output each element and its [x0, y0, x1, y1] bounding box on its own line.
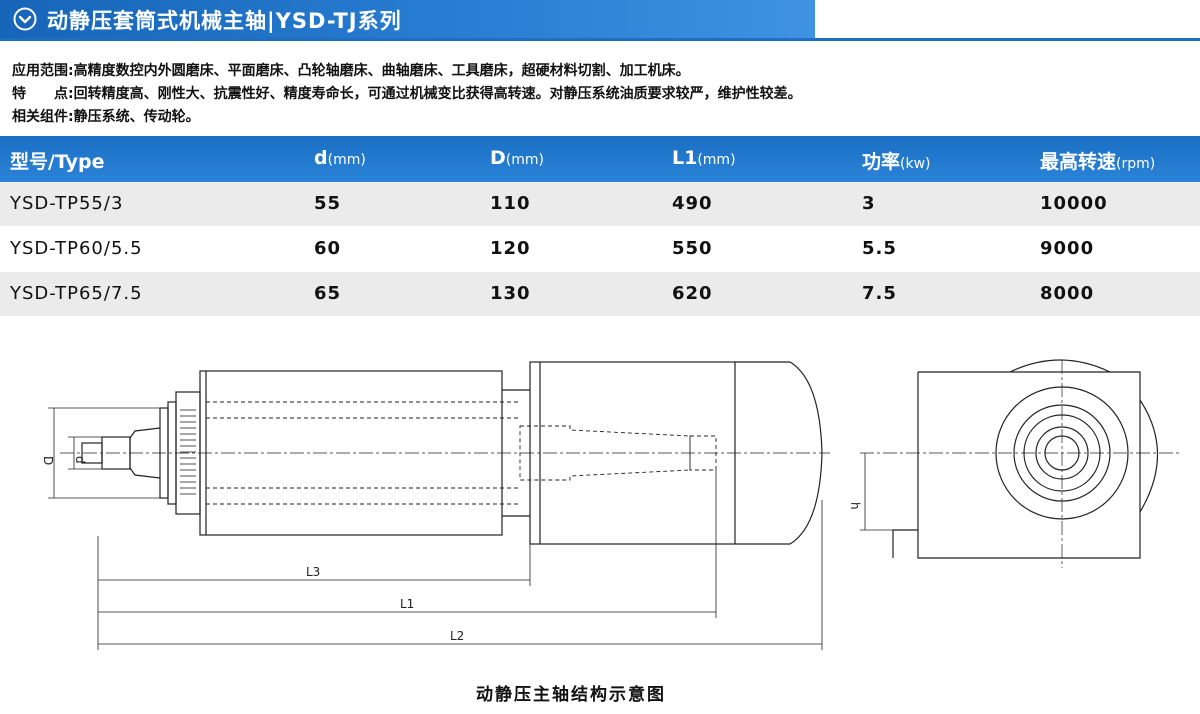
features-label: 特 点: [12, 86, 74, 102]
cell-L1: 490 [672, 193, 713, 214]
header-L1: L1(mm) [672, 147, 736, 169]
title-bar: 动静压套筒式机械主轴|YSD-TJ系列 [0, 0, 1200, 44]
cell-type: YSD-TP60/5.5 [10, 238, 143, 259]
title-underline [0, 38, 1200, 41]
knurled-ring [180, 409, 196, 495]
cell-power: 7.5 [862, 283, 897, 304]
cell-max-speed: 10000 [1040, 193, 1108, 214]
table-row: YSD-TP55/3 55 110 490 3 10000 [0, 182, 1200, 227]
info-components: 相关组件:静压系统、传动轮。 [12, 106, 200, 126]
cell-L1: 550 [672, 238, 713, 259]
application-text: 高精度数控内外圆磨床、平面磨床、凸轮轴磨床、曲轴磨床、工具磨床，超硬材料切割、加… [73, 63, 690, 79]
components-text: 静压系统、传动轮。 [73, 109, 200, 125]
spindle-drawing: D d L3 L1 L2 h [41, 359, 1180, 650]
info-features: 特 点:回转精度高、刚性大、抗震性好、精度寿命长，可通过机械变比获得高转速。对静… [12, 83, 802, 103]
dim-label-D: D [41, 456, 55, 465]
drawing-caption: 动静压主轴结构示意图 [476, 685, 666, 705]
page-title: 动静压套筒式机械主轴|YSD-TJ系列 [47, 9, 402, 33]
side-view [860, 359, 1180, 568]
table-row: YSD-TP65/7.5 65 130 620 7.5 8000 [0, 272, 1200, 317]
cell-d: 60 [314, 238, 342, 259]
table-header: 型号/Type d(mm) D(mm) L1(mm) 功率(kw) 最高转速(r… [0, 136, 1200, 182]
cell-D: 110 [490, 193, 531, 214]
components-label: 相关组件: [12, 109, 74, 125]
dim-label-L2: L2 [450, 629, 464, 643]
chevron-down-circle-icon [13, 7, 37, 31]
spec-table: 型号/Type d(mm) D(mm) L1(mm) 功率(kw) 最高转速(r… [0, 136, 1200, 317]
header-type: 型号/Type [10, 151, 105, 173]
cell-max-speed: 8000 [1040, 283, 1095, 304]
table-row: YSD-TP60/5.5 60 120 550 5.5 9000 [0, 227, 1200, 272]
cell-power: 5.5 [862, 238, 897, 259]
cell-D: 120 [490, 238, 531, 259]
info-application: 应用范围:高精度数控内外圆磨床、平面磨床、凸轮轴磨床、曲轴磨床、工具磨床，超硬材… [12, 60, 690, 80]
features-text: 回转精度高、刚性大、抗震性好、精度寿命长，可通过机械变比获得高转速。对静压系统油… [73, 86, 802, 102]
cell-L1: 620 [672, 283, 713, 304]
cell-type: YSD-TP55/3 [10, 193, 124, 214]
hidden-shaft [206, 401, 717, 505]
title-band [0, 0, 815, 38]
header-D: D(mm) [490, 147, 544, 169]
cell-d: 65 [314, 283, 342, 304]
application-label: 应用范围: [12, 63, 74, 79]
length-dimensions [97, 470, 823, 650]
cell-D: 130 [490, 283, 531, 304]
dim-label-h: h [848, 502, 862, 510]
cell-power: 3 [862, 193, 876, 214]
cell-type: YSD-TP65/7.5 [10, 283, 143, 304]
dim-label-d: d [73, 456, 87, 464]
cell-max-speed: 9000 [1040, 238, 1095, 259]
dim-label-L3: L3 [306, 565, 320, 579]
dim-label-L1: L1 [400, 597, 414, 611]
cell-d: 55 [314, 193, 342, 214]
header-d: d(mm) [314, 147, 366, 169]
header-max-speed: 最高转速(rpm) [1040, 151, 1156, 173]
header-power: 功率(kw) [862, 151, 931, 173]
diameter-dimensions [48, 407, 160, 499]
